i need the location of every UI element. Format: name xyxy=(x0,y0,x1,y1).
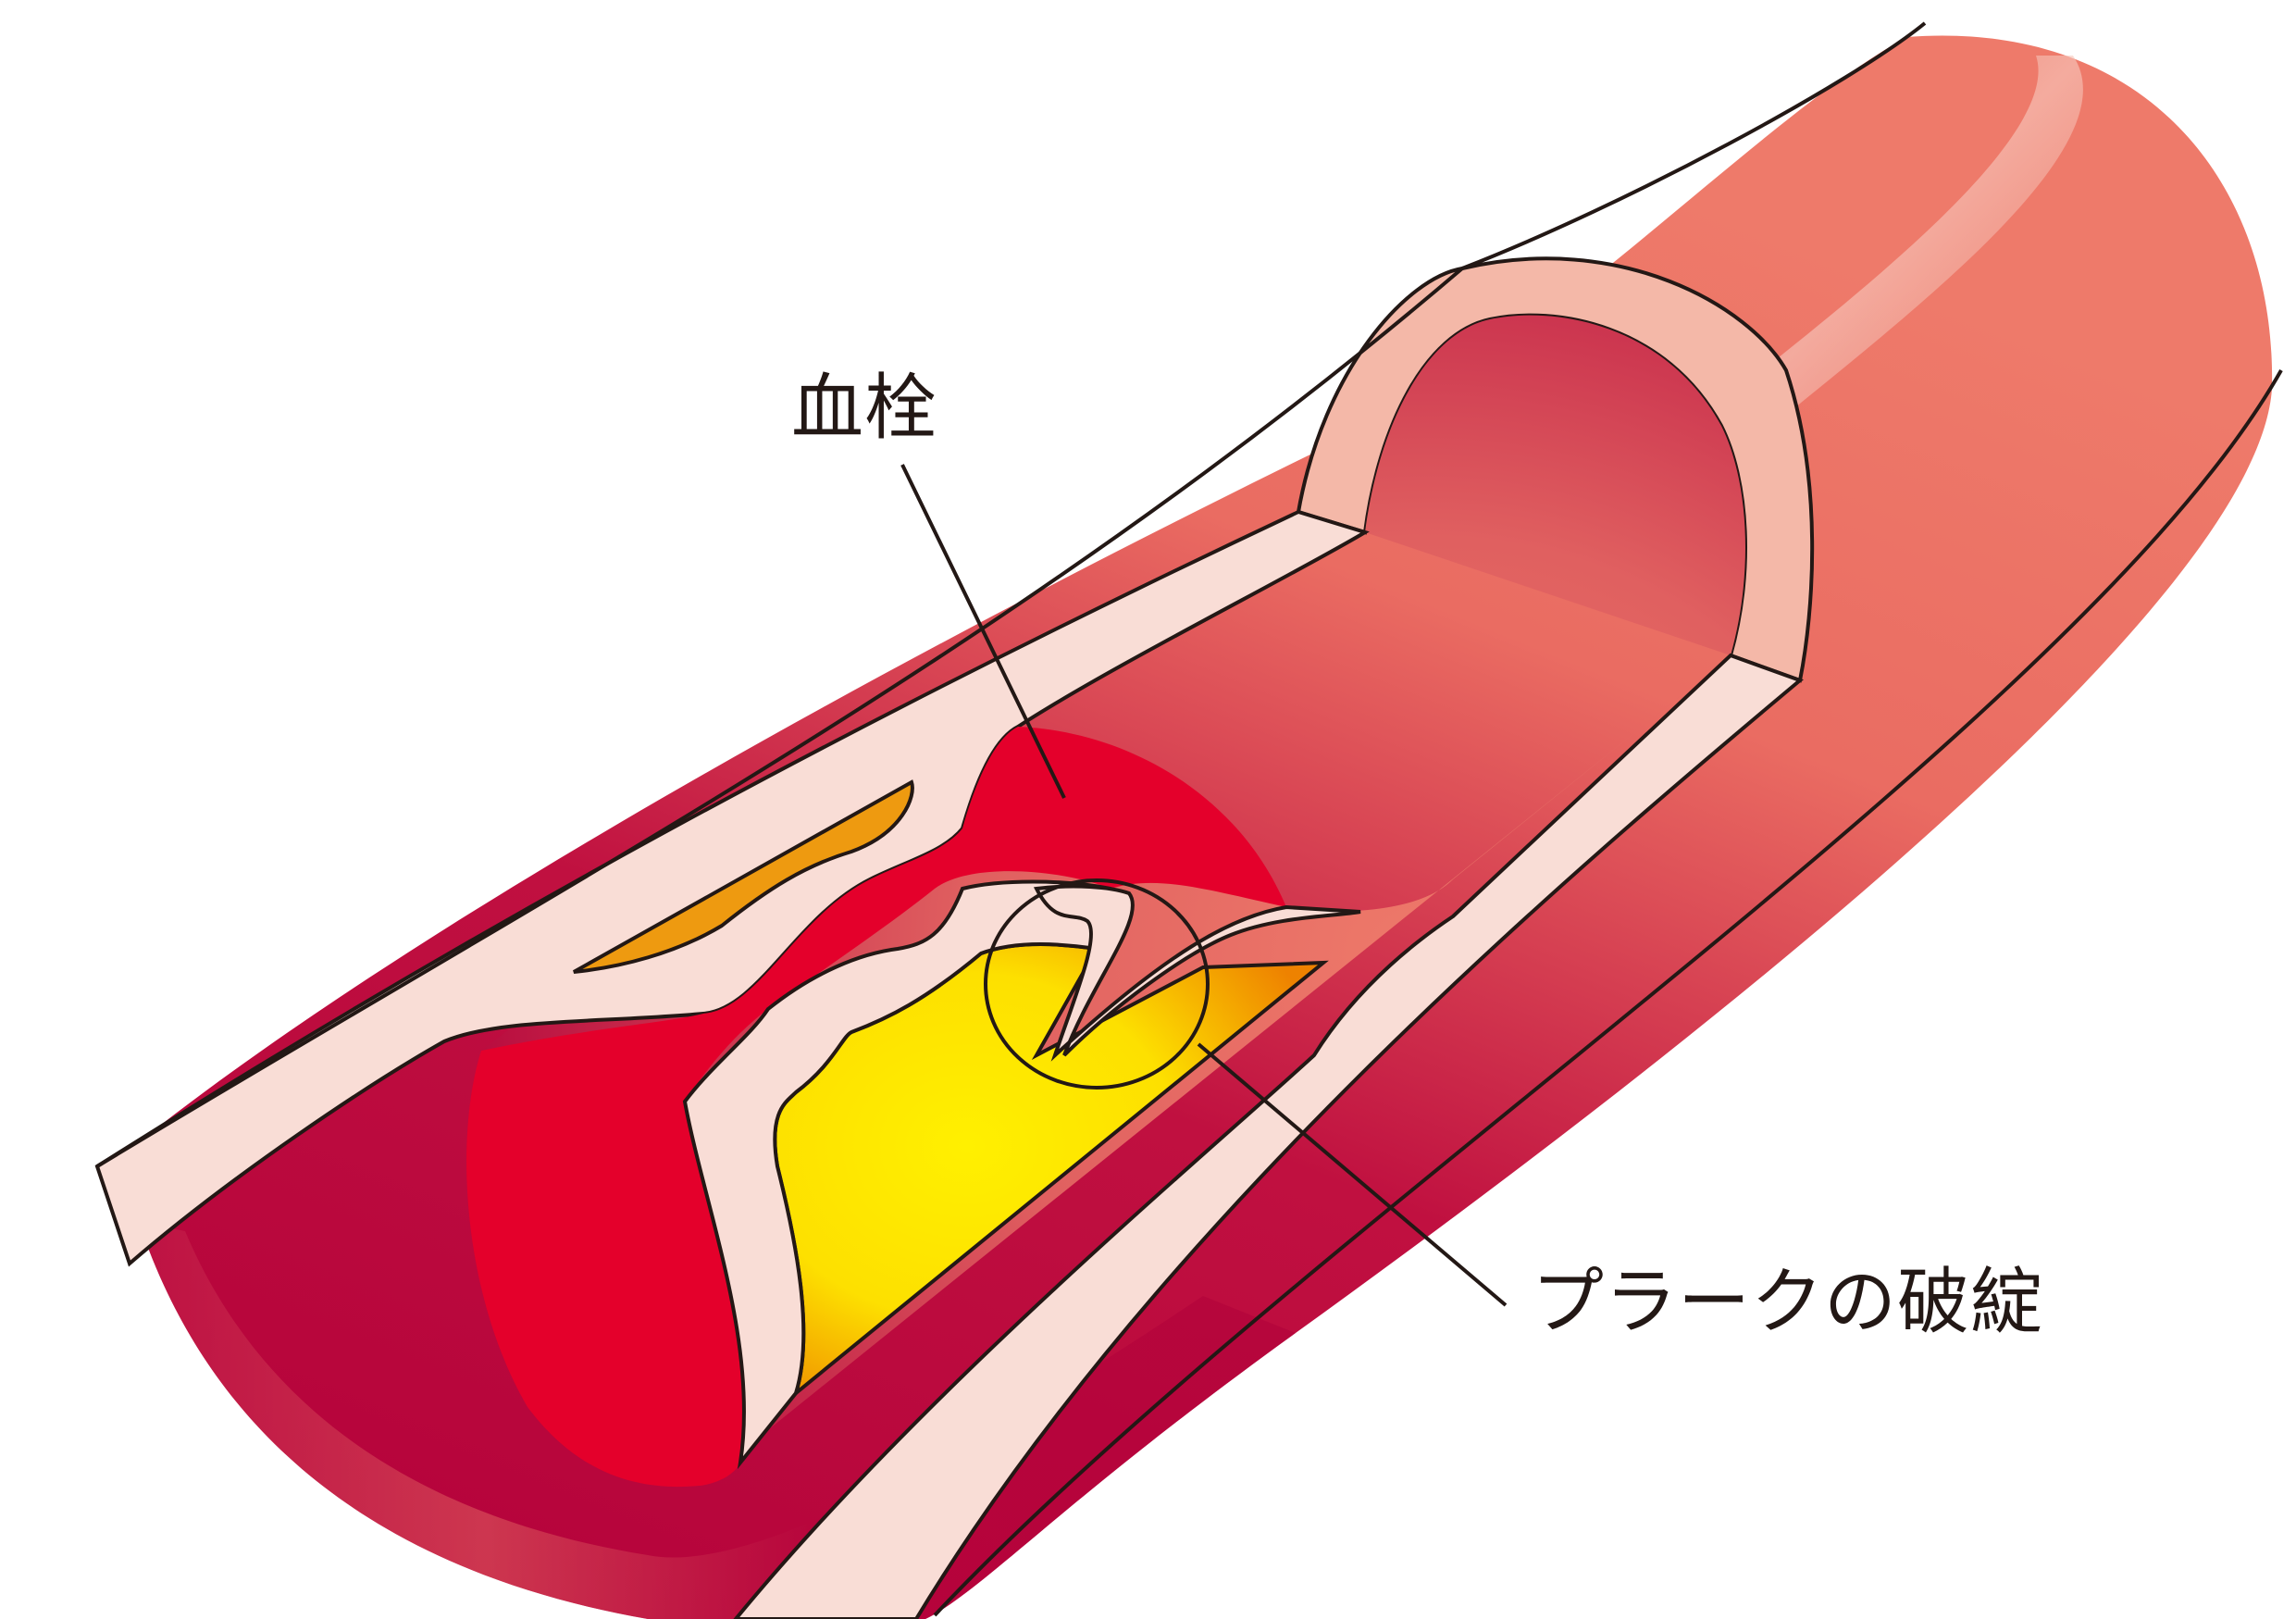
rupture-leader-line xyxy=(1197,1042,1508,1307)
vessel-top-edge xyxy=(95,21,1927,1168)
rupture-flap xyxy=(1033,884,1361,1062)
thrombus-leader-line xyxy=(900,464,1066,799)
thrombus xyxy=(466,727,1286,1488)
rupture-circle xyxy=(984,878,1210,1090)
plaque-rupture-label: プラークの破綻 xyxy=(1532,1261,2044,1344)
thrombus-label: 血栓 xyxy=(791,367,938,450)
intima-bottom xyxy=(733,653,1804,1619)
vessel-front-shade xyxy=(139,1222,1296,1619)
plaque-lining xyxy=(682,879,1124,1470)
vessel-bottom-edge xyxy=(933,369,2283,1617)
vessel-highlight xyxy=(1740,56,2083,407)
plaque-sliver xyxy=(573,779,914,974)
